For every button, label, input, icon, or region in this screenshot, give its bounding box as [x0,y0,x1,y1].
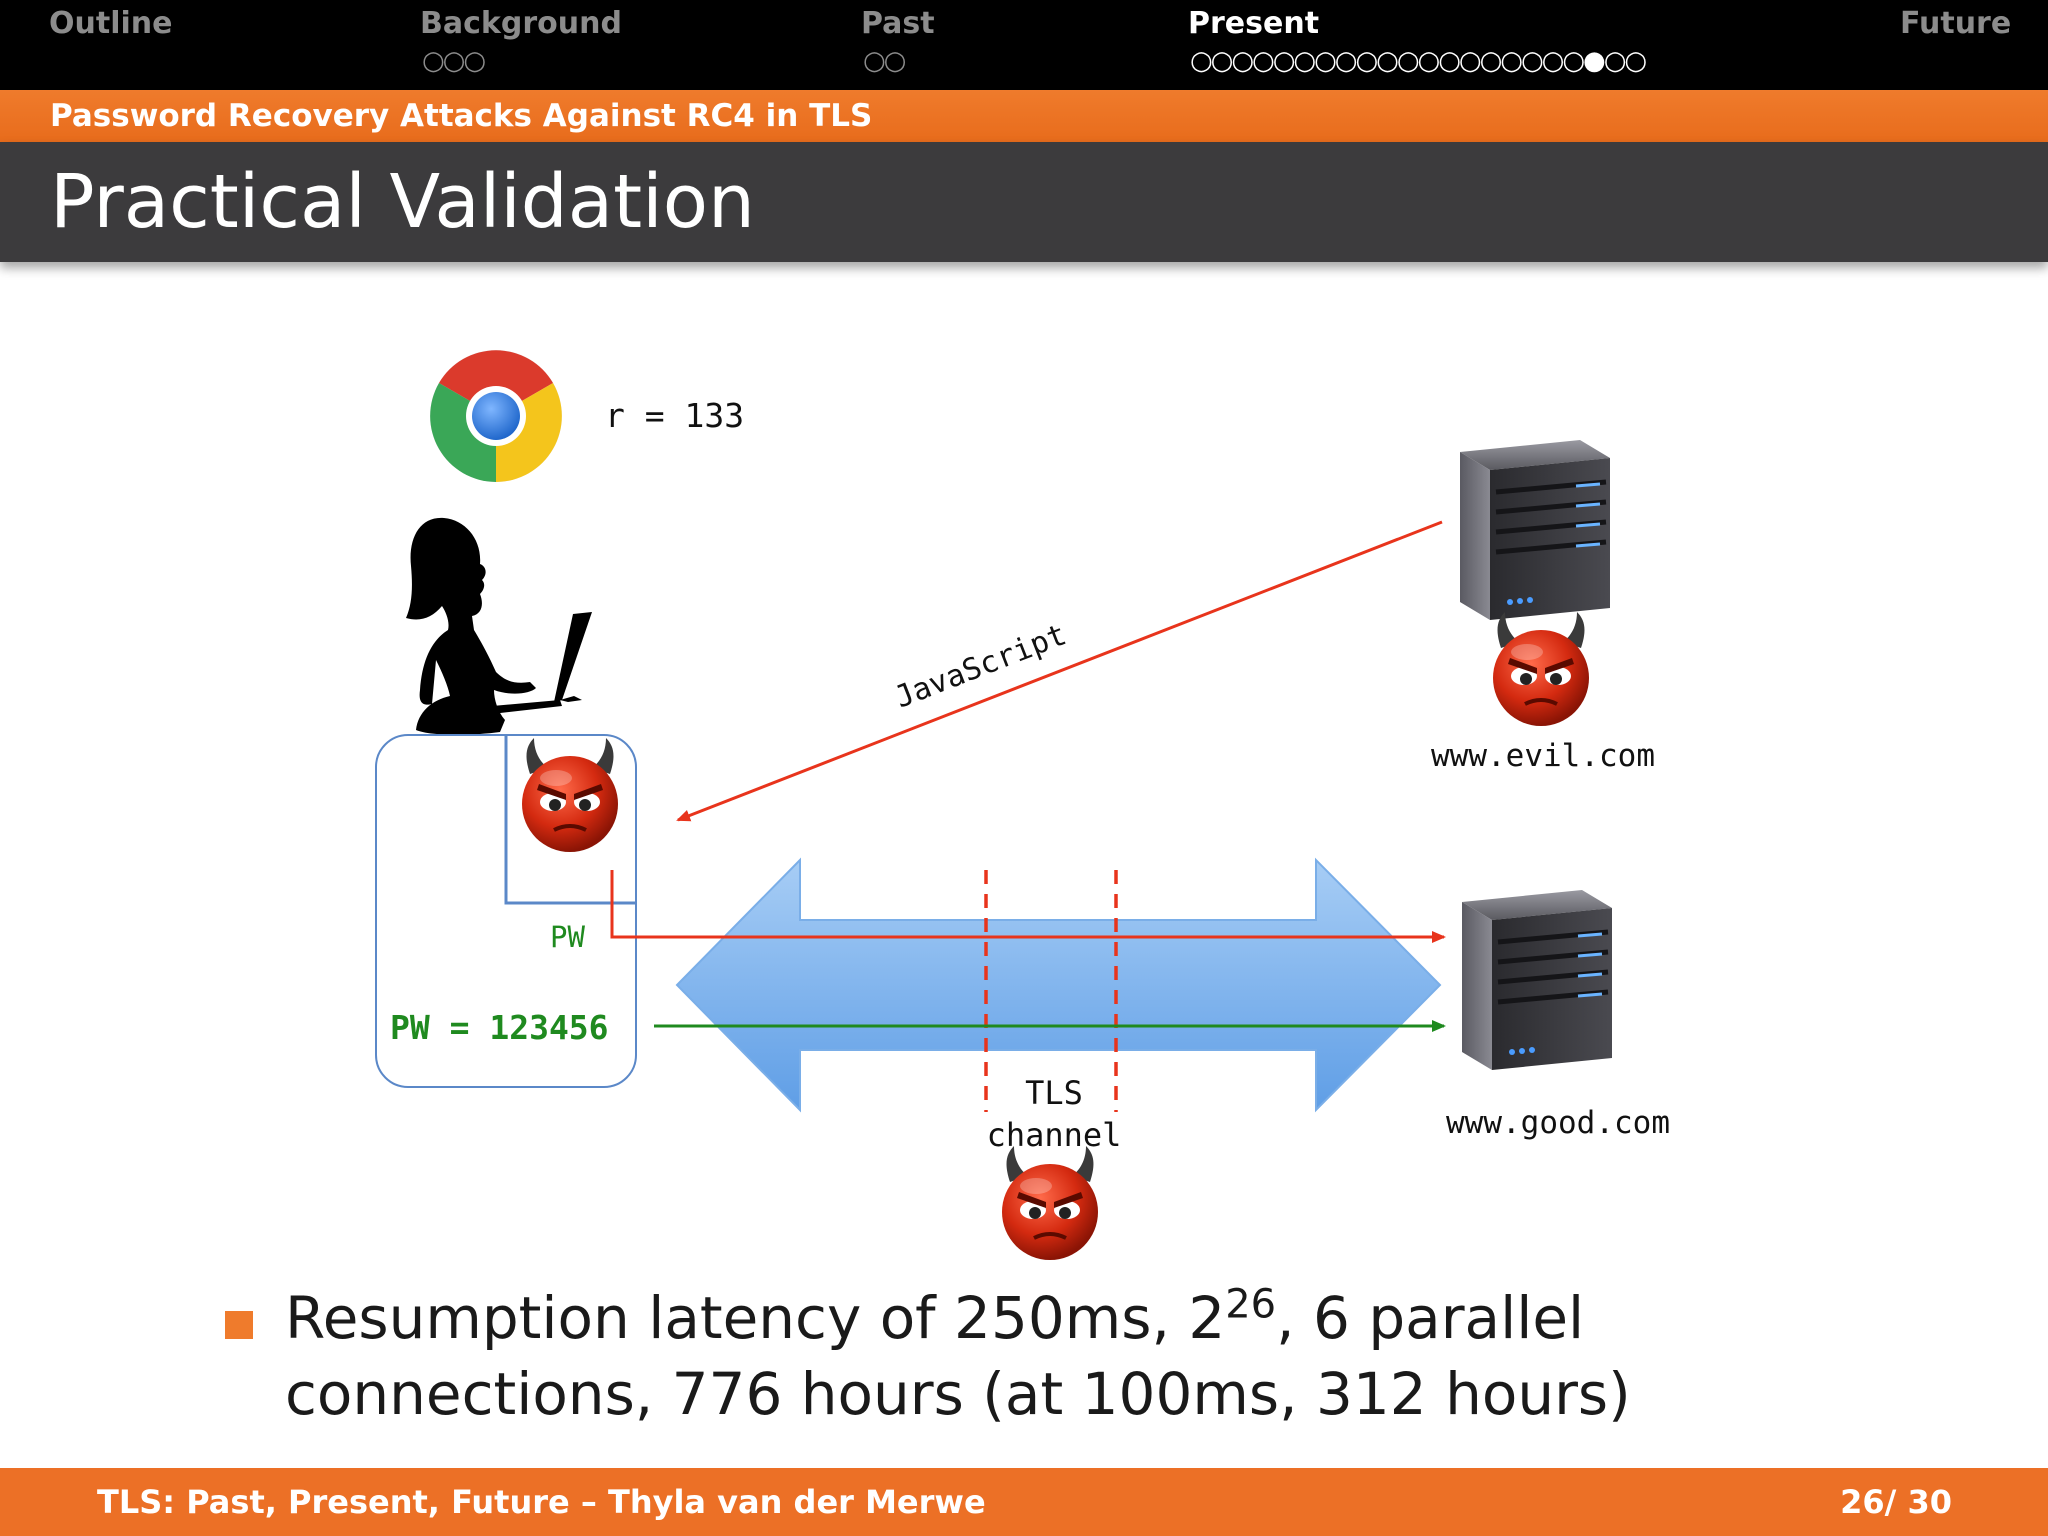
user-silhouette-icon [406,517,592,735]
subtitle-bar: Password Recovery Attacks Against RC4 in… [0,90,2048,142]
nav-dots-background[interactable]: ○○○ [422,46,486,76]
malicious-script-frame [504,735,636,905]
good-server-icon [1462,890,1612,1070]
bullet-marker [225,1311,253,1339]
devil-in-channel-icon [1000,1144,1100,1262]
footer-talk-title: TLS: Past, Present, Future – Thyla van d… [97,1483,986,1521]
tls-label-line1: TLS [1025,1074,1083,1112]
pw-attack-arrow [610,870,1446,943]
bullet-text-part1: Resumption latency of 250ms, 2 [285,1284,1226,1352]
evil-server-icon [1460,440,1610,620]
attack-diagram: r = 133 JavaScript PW PW = 123456 TLS ch… [375,350,1670,1262]
nav-section-future[interactable]: Future [1900,6,2012,41]
javascript-arrow [676,520,1443,822]
nav-dots-past[interactable]: ○○ [863,46,906,76]
nav-section-background[interactable]: Background [420,6,622,41]
footer-bar: TLS: Past, Present, Future – Thyla van d… [0,1468,2048,1536]
pw-label: PW [550,920,585,954]
section-navigation: Outline Background ○○○ Past ○○ Present ○… [0,0,2048,90]
devil-in-browser-icon [520,736,620,854]
footer-page-number: 26/ 30 [1840,1483,1952,1521]
title-bar: Practical Validation [0,142,2048,262]
page-title: Practical Validation [50,159,755,245]
evil-domain-label: www.evil.com [1431,738,1655,774]
r-value-label: r = 133 [605,396,744,435]
nav-dots-present[interactable]: ○○○○○○○○○○○○○○○○○○○●○○ [1190,46,1647,76]
nav-section-outline[interactable]: Outline [49,6,173,41]
chrome-browser-icon [430,350,562,482]
bullet-text: Resumption latency of 250ms, 226, 6 para… [285,1280,1925,1432]
slide-subtitle: Password Recovery Attacks Against RC4 in… [50,98,873,134]
bullet-text-part2: , 6 parallel connections, 776 hours (at … [285,1284,1631,1428]
bullet-exponent: 26 [1225,1281,1277,1328]
tls-channel-arrow [675,857,1442,1113]
devil-at-evil-server-icon [1491,610,1591,728]
tls-label-line2: channel [987,1116,1122,1154]
good-domain-label: www.good.com [1446,1105,1670,1141]
pw-value-label: PW = 123456 [390,1008,609,1047]
nav-section-past[interactable]: Past [861,6,935,41]
nav-section-present[interactable]: Present [1188,6,1320,41]
